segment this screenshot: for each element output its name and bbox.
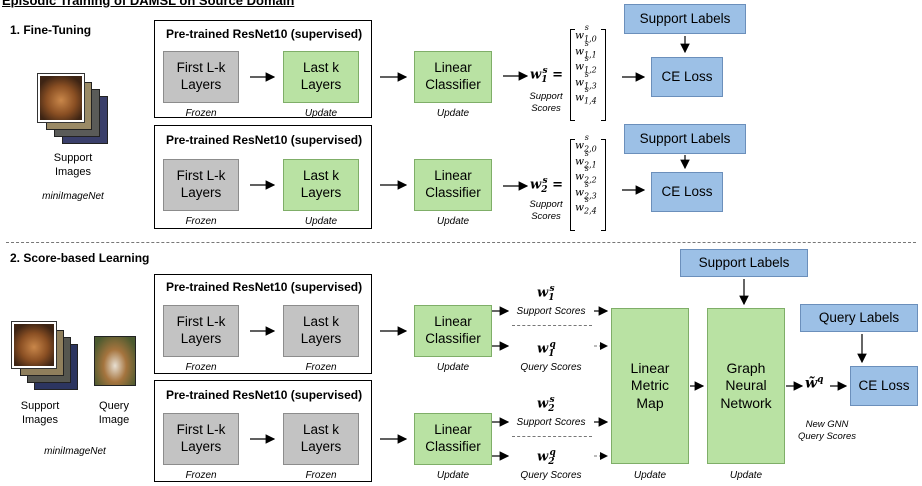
scores-separator-1 (512, 325, 592, 326)
resnet-frame-4 (154, 380, 372, 482)
first-layers-caption-1: Frozen (185, 108, 217, 119)
section2-dataset-label: miniImageNet (44, 446, 106, 457)
query-scores-caption-2: Query Scores (520, 470, 582, 481)
gnn-block: Graph Neural Network (707, 308, 785, 464)
section1-dataset-label: miniImageNet (42, 191, 104, 202)
linear-classifier-caption-3: Update (436, 362, 470, 373)
first-layers-block-1: First L-k Layers (163, 51, 239, 103)
section-divider (6, 242, 916, 243)
resnet-frame-1-title: Pre-trained ResNet10 (supervised) (166, 27, 363, 41)
ce-loss-box-1: CE Loss (651, 57, 723, 97)
linear-classifier-caption-4: Update (436, 470, 470, 481)
linear-metric-map-block: Linear Metric Map (611, 308, 689, 464)
basset-hound-photo-icon (94, 336, 136, 386)
scores-separator-2 (512, 436, 592, 437)
section1-title: 1. Fine-Tuning (10, 23, 92, 37)
support-weights-eq-1: w1s = (530, 66, 563, 85)
support-scores-caption-1: Support Scores (516, 306, 586, 317)
gnn-query-scores-symbol: w̃q (805, 375, 824, 392)
support-score-vector-2: w2s (537, 395, 555, 414)
support-scores-label-1: Support Scores (529, 91, 563, 114)
ce-loss-box-2: CE Loss (651, 172, 723, 212)
section1-images-label: Support Images (53, 152, 93, 178)
vector-bracket-left-2 (570, 139, 575, 231)
ce-loss-box-3: CE Loss (850, 366, 918, 406)
support-labels-box-1: Support Labels (624, 4, 746, 34)
gnn-query-scores-caption: New GNN Query Scores (797, 419, 857, 442)
last-layers-block-4: Last k Layers (283, 413, 359, 465)
vector-bracket-right-2 (601, 139, 606, 231)
query-scores-caption-1: Query Scores (520, 362, 582, 373)
resnet-frame-3-title: Pre-trained ResNet10 (supervised) (166, 280, 363, 294)
resnet-frame-3 (154, 274, 372, 374)
linear-metric-map-caption: Update (633, 470, 667, 481)
support-scores-caption-2: Support Scores (516, 417, 586, 428)
linear-classifier-1: Linear Classifier (414, 51, 492, 103)
support-labels-box-2: Support Labels (624, 124, 746, 154)
first-layers-caption-4: Frozen (185, 470, 217, 481)
vector-bracket-right-1 (601, 29, 606, 121)
resnet-frame-2 (154, 125, 372, 229)
linear-classifier-2: Linear Classifier (414, 159, 492, 211)
dog-photo-stack-icon (37, 73, 108, 146)
support-scores-label-2: Support Scores (529, 199, 563, 222)
weight-entries-1: w1,0s w1,1s w1,2s w1,3s w1,4s (575, 23, 597, 106)
section2-support-label: Support Images (20, 400, 60, 426)
query-labels-box: Query Labels (800, 304, 918, 332)
last-layers-block-2: Last k Layers (283, 159, 359, 211)
last-layers-caption-2: Update (304, 216, 338, 227)
resnet-frame-2-title: Pre-trained ResNet10 (supervised) (166, 133, 363, 147)
gnn-caption: Update (729, 470, 763, 481)
section2-query-label: Query Image (98, 400, 130, 426)
w-vector-symbol: w (530, 177, 542, 193)
last-layers-block-3: Last k Layers (283, 305, 359, 357)
first-layers-block-4: First L-k Layers (163, 413, 239, 465)
first-layers-block-2: First L-k Layers (163, 159, 239, 211)
linear-classifier-4: Linear Classifier (414, 413, 492, 465)
dog-photo-stack-icon (11, 321, 78, 392)
last-layers-caption-3: Frozen (305, 362, 337, 373)
last-layers-caption-4: Frozen (305, 470, 337, 481)
linear-classifier-caption-1: Update (436, 108, 470, 119)
last-layers-block-1: Last k Layers (283, 51, 359, 103)
support-labels-box-3: Support Labels (680, 249, 808, 277)
first-layers-block-3: First L-k Layers (163, 305, 239, 357)
query-score-vector-2: w2q (537, 448, 556, 467)
linear-classifier-caption-2: Update (436, 216, 470, 227)
resnet-frame-4-title: Pre-trained ResNet10 (supervised) (166, 388, 363, 402)
section2-title: 2. Score-based Learning (10, 251, 150, 265)
resnet-frame-1 (154, 20, 372, 118)
query-score-vector-1: w1q (537, 340, 556, 359)
w-vector-symbol: w (530, 67, 542, 83)
linear-classifier-3: Linear Classifier (414, 305, 492, 357)
first-layers-caption-3: Frozen (185, 362, 217, 373)
vector-bracket-left-1 (570, 29, 575, 121)
figure-title: Episodic Training of DAMSL on Source Dom… (2, 0, 295, 8)
last-layers-caption-1: Update (304, 108, 338, 119)
weight-entries-2: w2,0s w2,1s w2,2s w2,3s w2,4s (575, 133, 597, 216)
support-weights-eq-2: w2s = (530, 176, 563, 195)
support-score-vector-1: w1s (537, 284, 555, 303)
first-layers-caption-2: Frozen (185, 216, 217, 227)
